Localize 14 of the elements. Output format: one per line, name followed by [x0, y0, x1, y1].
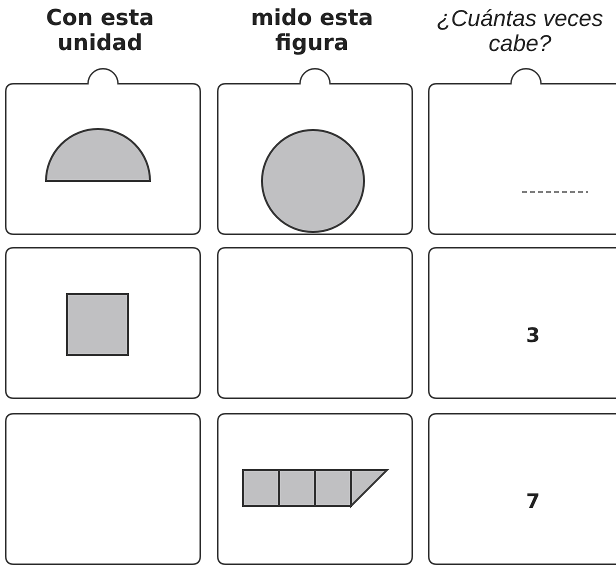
answer-card: [428, 247, 616, 399]
column-heading: mido esta figura: [250, 6, 374, 56]
answer-card: [5, 413, 201, 565]
answer-card: [217, 247, 413, 399]
column-heading: Con esta unidad: [45, 6, 155, 56]
answer-card: [428, 413, 616, 565]
column-heading: ¿Cuántas veces cabe?: [436, 6, 604, 56]
count-number: 3: [526, 323, 540, 347]
answer-card: [5, 247, 201, 399]
answer-card: [5, 67, 201, 235]
answer-card: [217, 67, 413, 235]
count-number: 7: [526, 489, 540, 513]
answer-card: [428, 67, 616, 235]
answer-card: [217, 413, 413, 565]
